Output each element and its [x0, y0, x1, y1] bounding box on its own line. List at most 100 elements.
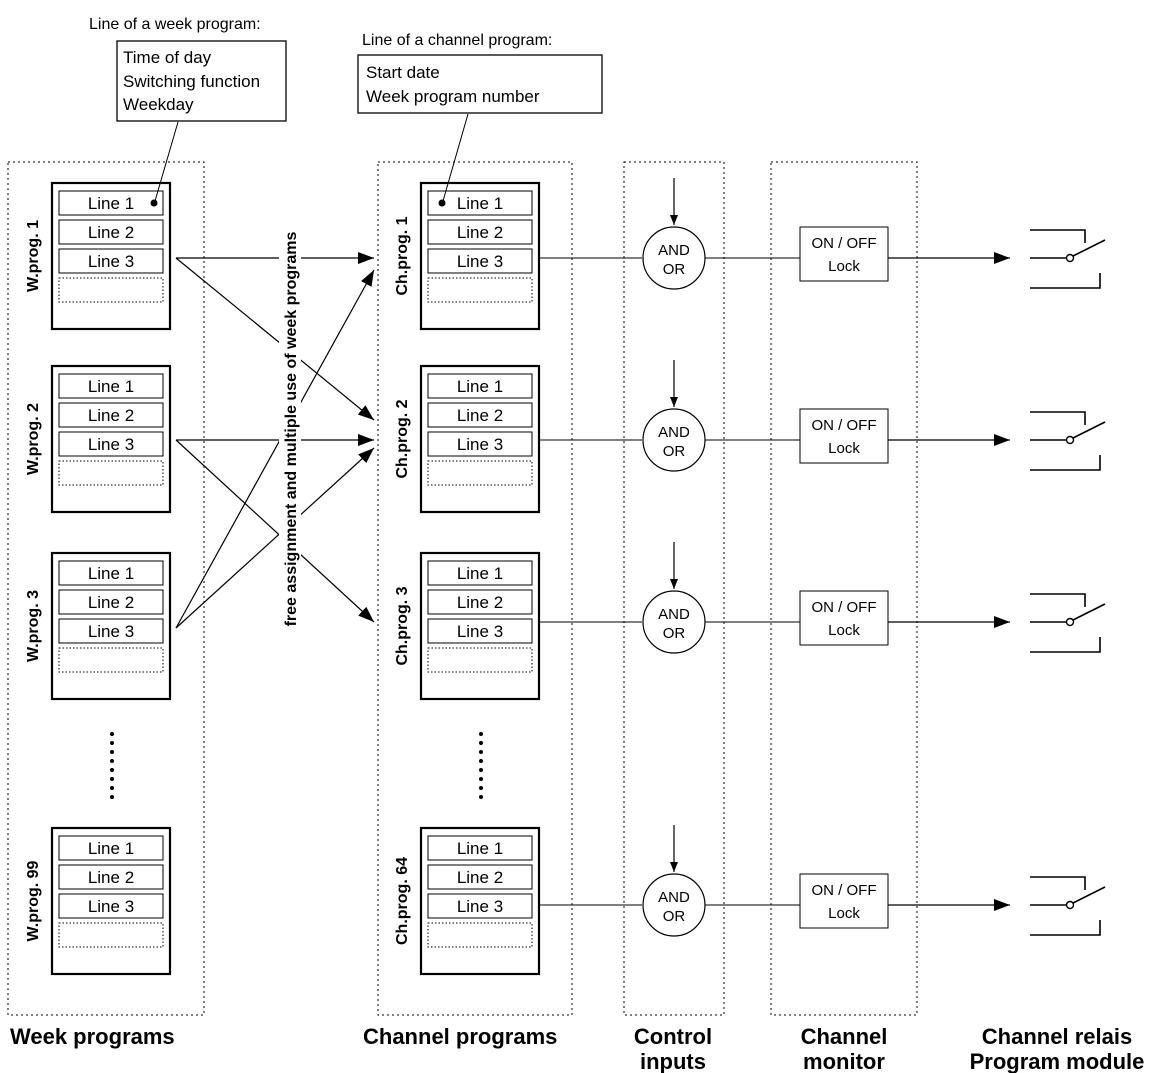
gate-label-or: OR [663, 625, 686, 642]
relay-switch-icon [1030, 593, 1106, 653]
assignment-label: free assignment and multiple use of week… [283, 232, 300, 627]
channel-program-label: Ch.prog. 1 [394, 216, 411, 295]
week-programs-section [7, 161, 205, 1016]
control-inputs-section [623, 161, 725, 1016]
channel-program-line: Line 3 [457, 252, 503, 271]
gate-label-and: AND [658, 889, 690, 906]
channel-ellipsis [479, 732, 483, 799]
section-label-relais: Channel relais [982, 1024, 1132, 1049]
channel-program-line-box [427, 431, 533, 457]
week-program-line: Line 1 [88, 194, 134, 213]
week-program-line: Line 1 [88, 377, 134, 396]
week-program-line-box [58, 835, 164, 861]
monitor-label-lock: Lock [828, 905, 860, 922]
week-program-line-box [58, 373, 164, 399]
week-program-label: W.prog. 2 [25, 403, 42, 475]
week-program-line-box [58, 219, 164, 245]
channel-monitor-box [799, 408, 889, 464]
monitor-label-onoff: ON / OFF [812, 882, 877, 899]
channel-program-line-box [427, 835, 533, 861]
channel-path: AND OR ON / OFF Lock [540, 360, 1106, 472]
week-program-line: Line 2 [88, 868, 134, 887]
week-program-line: Line 2 [88, 593, 134, 612]
channel-program-line: Line 1 [457, 194, 503, 213]
week-program-line-box [58, 893, 164, 919]
week-program-list: W.prog. 1 Line 1 Line 2 Line 3 W.prog. 2 Line… [25, 181, 172, 976]
channel-line-note: Line of a channel program: Start date We… [357, 32, 603, 114]
week-program-empty-line [58, 647, 164, 673]
channel-program-line: Line 1 [457, 839, 503, 858]
channel-program-line-box [427, 589, 533, 615]
channel-program: Ch.prog. 64 Line 1 Line 2 Line 3 [394, 826, 541, 976]
channel-program-empty-line [427, 922, 533, 948]
section-label-monitor-2: monitor [803, 1049, 885, 1073]
week-program-line-box [58, 560, 164, 586]
gate-label-and: AND [658, 242, 690, 259]
monitor-label-lock: Lock [828, 622, 860, 639]
channel-program-line: Line 3 [457, 897, 503, 916]
week-program-label: W.prog. 1 [25, 220, 42, 292]
channel-program-line: Line 2 [457, 593, 503, 612]
week-program-line-box [58, 589, 164, 615]
monitor-label-lock: Lock [828, 258, 860, 275]
week-program-line-box [58, 618, 164, 644]
monitor-label-onoff: ON / OFF [812, 235, 877, 252]
week-program-empty-line [58, 922, 164, 948]
relay-switch-icon [1030, 411, 1106, 471]
monitor-label-onoff: ON / OFF [812, 599, 877, 616]
channel-monitor-box [799, 226, 889, 282]
section-label-channel: Channel programs [363, 1024, 557, 1049]
channel-program-line-box [427, 373, 533, 399]
gate-label-or: OR [663, 908, 686, 925]
week-program-line: Line 3 [88, 435, 134, 454]
week-program-line: Line 2 [88, 406, 134, 425]
week-program-empty-line [58, 460, 164, 486]
week-program-line: Line 1 [88, 839, 134, 858]
channel-monitor-box [799, 873, 889, 929]
gate-label-and: AND [658, 424, 690, 441]
week-program-line-box [58, 431, 164, 457]
channel-program-line: Line 2 [457, 868, 503, 887]
channel-program-label: Ch.prog. 64 [394, 857, 411, 945]
week-program-line-box [58, 248, 164, 274]
week-program-line: Line 2 [88, 223, 134, 242]
channel-path: AND OR ON / OFF Lock [540, 825, 1106, 937]
channel-program-line: Line 2 [457, 223, 503, 242]
week-note-line: Time of day [123, 48, 212, 67]
section-label-relais-2: Program module [970, 1049, 1145, 1073]
channel-monitor-section [770, 161, 918, 1016]
week-program-line: Line 3 [88, 622, 134, 641]
channel-note-line: Week program number [366, 87, 540, 106]
channel-program-label: Ch.prog. 2 [394, 399, 411, 478]
channel-program-empty-line [427, 647, 533, 673]
channel-program: Ch.prog. 1 Line 1 Line 2 Line 3 [394, 181, 541, 331]
week-note-caption: Line of a week program: [89, 16, 261, 33]
week-program: W.prog. 2 Line 1 Line 2 Line 3 [25, 364, 172, 514]
week-program-line-box [58, 190, 164, 216]
channel-program-line-box [427, 402, 533, 428]
relay-switch-icon [1030, 876, 1106, 936]
channel-program-empty-line [427, 277, 533, 303]
gate-label-or: OR [663, 443, 686, 460]
monitor-label-onoff: ON / OFF [812, 417, 877, 434]
channel-program-line-box [427, 618, 533, 644]
section-label-control: Control [634, 1024, 712, 1049]
section-label-monitor: Channel [801, 1024, 888, 1049]
channel-program-line-box [427, 219, 533, 245]
week-program-line: Line 3 [88, 897, 134, 916]
channel-note-caption: Line of a channel program: [362, 32, 552, 49]
channel-note-line: Start date [366, 63, 440, 82]
week-ellipsis [110, 732, 114, 799]
channel-program-line: Line 1 [457, 377, 503, 396]
channel-program-line-box [427, 864, 533, 890]
channel-program-line: Line 1 [457, 564, 503, 583]
note-pointers [150, 113, 469, 207]
monitor-label-lock: Lock [828, 440, 860, 457]
